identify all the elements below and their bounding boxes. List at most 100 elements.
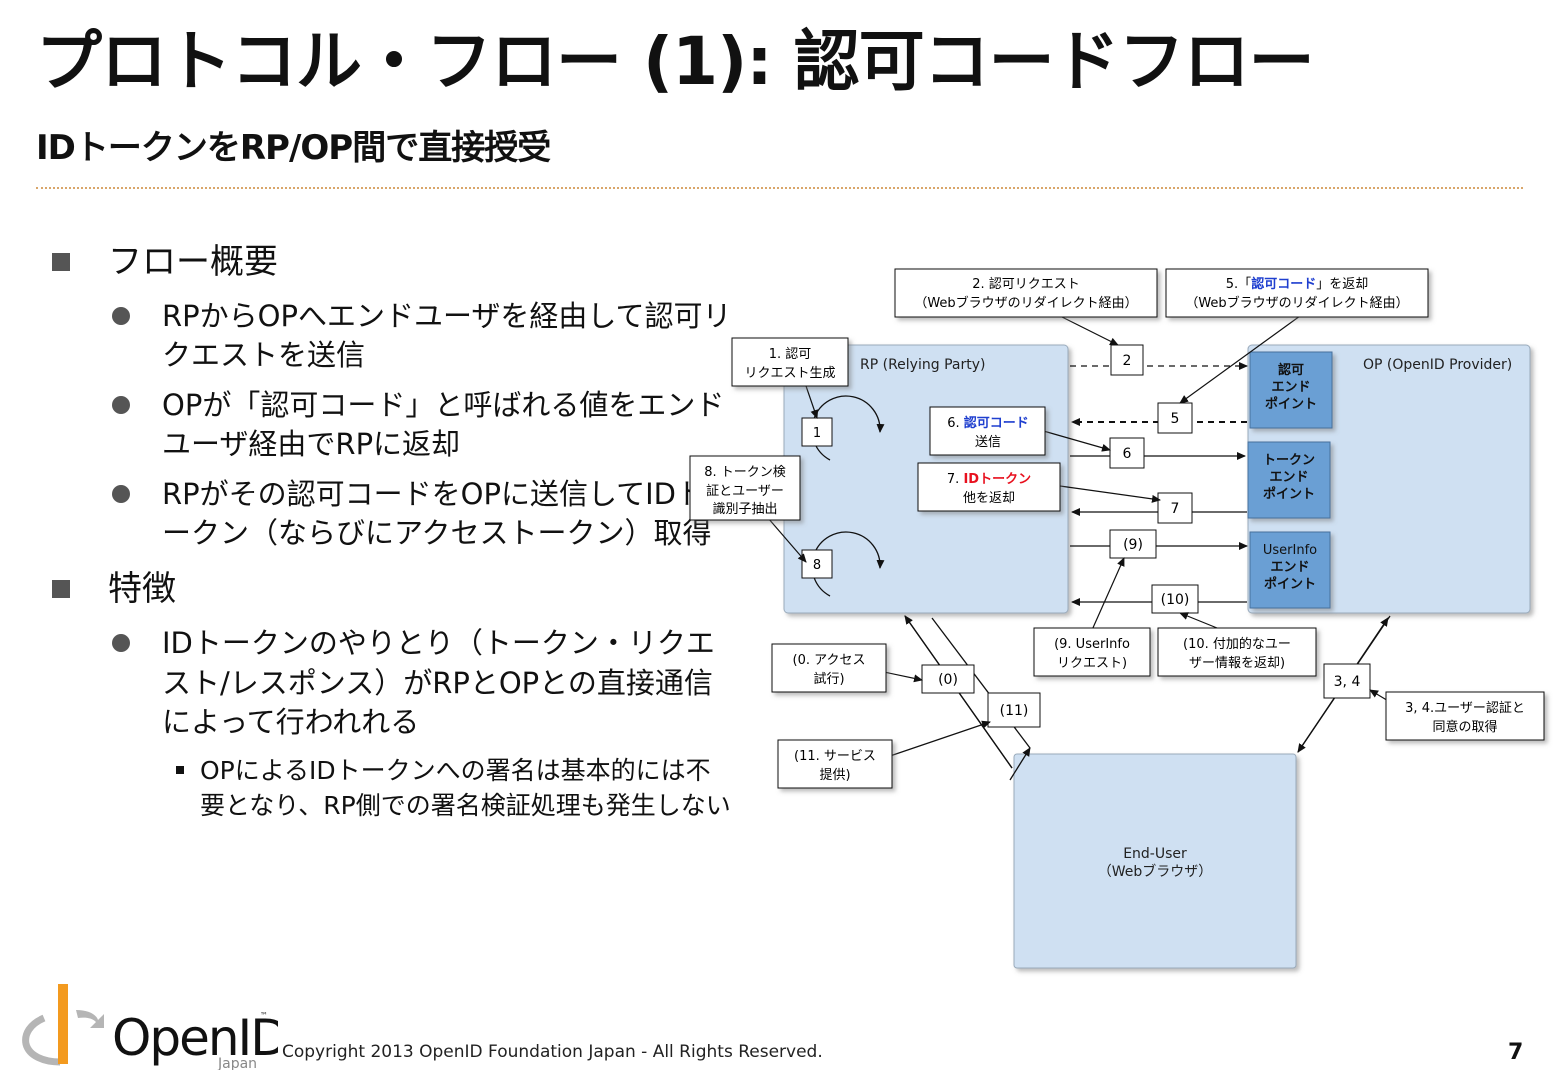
callout-11: (11. サービス 提供) [777, 739, 893, 789]
end-user-browser-label: （Webブラウザ） [1098, 863, 1213, 880]
loop-arrow-8 [811, 531, 885, 597]
step-box-2: 2 [1110, 344, 1144, 376]
bullet-item: RPからOPへエンドユーザを経由して認可リクエストを送信 [52, 297, 732, 376]
step-box-6: 6 [1109, 437, 1145, 469]
bullet-item: OPが「認可コード」と呼ばれる値をエンドユーザ経由でRPに返却 [52, 386, 732, 465]
svg-text:2: 2 [1123, 353, 1132, 369]
callout-7: 7. IDトークン 他を返却 [917, 462, 1061, 512]
step-box-7: 7 [1157, 492, 1193, 524]
callout-10: (10. 付加的なユー ザー情報を返却) [1157, 627, 1317, 677]
userinfo-endpoint-label: UserInfo [1263, 543, 1317, 558]
openid-logo: OpenID ™ Japan [22, 984, 278, 1070]
svg-text:(9): (9) [1123, 537, 1143, 553]
callout-1: 1. 認可 リクエスト生成 [731, 337, 849, 387]
callout-8: 8. トークン検 証とユーザー 識別子抽出 [689, 455, 801, 521]
openid-logo-icon [22, 1014, 61, 1066]
svg-text:(0): (0) [938, 672, 958, 688]
leader-5 [1179, 315, 1301, 404]
svg-text:6: 6 [1123, 446, 1132, 462]
circle-bullet-icon [112, 395, 130, 414]
svg-text:識別子抽出: 識別子抽出 [712, 502, 777, 517]
step-box-1: 1 [801, 417, 833, 447]
leader-6 [1039, 429, 1111, 452]
leader-8 [767, 517, 807, 563]
step-box-8: 8 [801, 549, 833, 579]
callout-0: (0. アクセス 試行) [771, 643, 887, 693]
svg-text:7: 7 [1171, 501, 1180, 517]
svg-text:（Webブラウザのリダイレクト経由）: （Webブラウザのリダイレクト経由） [1185, 295, 1408, 311]
callout-2: 2. 認可リクエスト （Webブラウザのリダイレクト経由） [894, 268, 1158, 318]
sub-bullet-item: OPによるIDトークンへの署名は基本的には不要となり、RP側での署名検証処理も発… [52, 753, 732, 824]
svg-text:ザー情報を返却): ザー情報を返却) [1189, 656, 1285, 671]
bullet-list: フロー概要 RPからOPへエンドユーザを経由して認可リクエストを送信 OPが「認… [52, 242, 732, 824]
circle-bullet-icon [112, 484, 130, 503]
bullet-item: RPがその認可コードをOPに送信してIDトークン（ならびにアクセストークン）取得 [52, 475, 732, 554]
end-user-label: End-User [1123, 846, 1187, 862]
step-box-11: (11) [987, 692, 1041, 728]
userinfo-endpoint-label: ポイント [1264, 576, 1316, 592]
slide-title: プロトコル・フロー (1): 認可コードフロー [36, 23, 1315, 100]
token-endpoint-label: トークン [1263, 453, 1315, 468]
svg-text:(10. 付加的なユー: (10. 付加的なユー [1183, 636, 1291, 652]
callout-5: 5.「認可コード」を返却 （Webブラウザのリダイレクト経由） [1165, 268, 1429, 318]
leader-7 [1059, 485, 1161, 503]
step-box-9: (9) [1109, 529, 1157, 559]
svg-text:リクエスト): リクエスト) [1057, 656, 1127, 671]
rp-label: RP (Relying Party) [860, 357, 985, 373]
step-box-10: (10) [1151, 584, 1199, 614]
openid-logo-tm: ™ [260, 1011, 268, 1020]
callout-34: 3, 4.ユーザー認証と 同意の取得 [1385, 691, 1545, 741]
svg-text:5.「認可コード」を返却: 5.「認可コード」を返却 [1226, 276, 1368, 292]
userinfo-endpoint-label: エンド [1270, 560, 1309, 575]
svg-text:試行): 試行) [813, 671, 844, 687]
flow-0-head [1009, 747, 1031, 781]
square-bullet-icon [52, 253, 70, 271]
authz-endpoint-label: ポイント [1265, 396, 1317, 412]
end-user-box [1013, 753, 1297, 969]
openid-logo-text: OpenID [112, 1009, 278, 1067]
bullet-item: IDトークンのやりとり（トークン・リクエスト/レスポンス）がRPとOPとの直接通… [52, 624, 732, 742]
svg-text:同意の取得: 同意の取得 [1432, 719, 1497, 735]
svg-text:1. 認可: 1. 認可 [769, 346, 812, 362]
token-endpoint-box [1247, 441, 1331, 519]
leader-0 [883, 671, 923, 683]
leader-11 [889, 720, 991, 757]
step-box-34: 3, 4 [1323, 663, 1371, 699]
small-square-bullet-icon [176, 765, 184, 774]
svg-text:6. 認可コード: 6. 認可コード [947, 415, 1029, 431]
leader-2 [1059, 315, 1119, 346]
openid-logo-orange-bar [58, 984, 68, 1064]
svg-text:5: 5 [1171, 411, 1180, 427]
step-box-0: (0) [921, 664, 975, 694]
leader-1 [805, 385, 819, 419]
svg-text:2. 認可リクエスト: 2. 認可リクエスト [972, 276, 1080, 292]
copyright-text: Copyright 2013 OpenID Foundation Japan -… [282, 1042, 823, 1062]
svg-text:(11): (11) [1000, 703, 1029, 719]
svg-text:(10): (10) [1161, 592, 1190, 608]
svg-text:8. トークン検: 8. トークン検 [704, 465, 786, 480]
title-divider [36, 187, 1523, 189]
svg-text:(9. UserInfo: (9. UserInfo [1054, 637, 1130, 652]
step-box-5: 5 [1157, 402, 1193, 434]
svg-text:（Webブラウザのリダイレクト経由）: （Webブラウザのリダイレクト経由） [914, 295, 1137, 311]
authz-endpoint-label: 認可 [1278, 362, 1304, 378]
square-bullet-icon [52, 580, 70, 599]
svg-text:証とユーザー: 証とユーザー [706, 484, 784, 499]
page-number: 7 [1508, 1040, 1524, 1065]
bullet-features: 特徴 [52, 569, 732, 610]
authz-endpoint-box [1249, 351, 1333, 429]
svg-text:3, 4.ユーザー認証と: 3, 4.ユーザー認証と [1405, 700, 1525, 716]
svg-text:(11. サービス: (11. サービス [794, 749, 876, 764]
svg-text:8: 8 [813, 558, 821, 573]
authz-endpoint-label: エンド [1271, 380, 1310, 395]
leader-9 [1091, 557, 1125, 631]
slide-subtitle: IDトークンをRP/OP間で直接授受 [36, 128, 551, 168]
circle-bullet-icon [112, 306, 130, 325]
svg-text:7. IDトークン: 7. IDトークン [947, 472, 1031, 487]
token-endpoint-label: ポイント [1263, 486, 1315, 502]
bullet-flow-overview: フロー概要 [52, 242, 732, 283]
callout-6: 6. 認可コード 送信 [929, 406, 1046, 456]
openid-logo-arrow [76, 1010, 104, 1028]
svg-text:他を返却: 他を返却 [963, 491, 1015, 506]
